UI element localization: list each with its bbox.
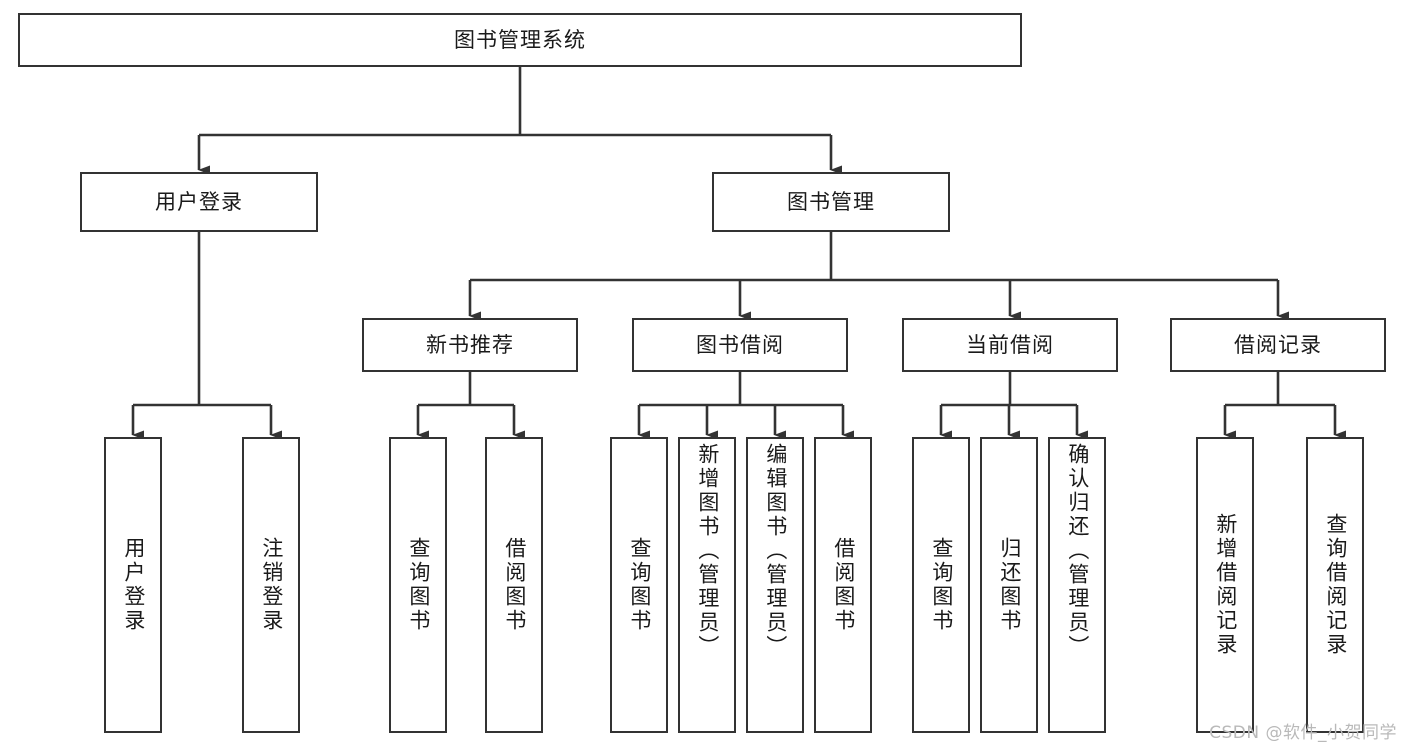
node-label: 借阅图书 <box>831 537 856 633</box>
leaf-borrow-book-recommend[interactable]: 借阅图书 <box>485 437 543 733</box>
leaf-confirm-return-admin[interactable]: 确认归还（管理员） <box>1048 437 1106 733</box>
node-root-book-management-system[interactable]: 图书管理系统 <box>18 13 1022 67</box>
node-book-borrow[interactable]: 图书借阅 <box>632 318 848 372</box>
leaf-logout[interactable]: 注销登录 <box>242 437 300 733</box>
watermark-text: CSDN @软件_小贺同学 <box>1209 723 1397 743</box>
leaf-query-book-recommend[interactable]: 查询图书 <box>389 437 447 733</box>
node-label: 当前借阅 <box>966 332 1054 357</box>
node-label: 新增图书（管理员） <box>695 443 720 659</box>
node-label: 图书管理 <box>787 189 875 214</box>
node-label: 编辑图书（管理员） <box>763 443 788 659</box>
node-label: 用户登录 <box>121 537 146 633</box>
node-label: 新增借阅记录 <box>1213 513 1238 657</box>
node-label: 借阅图书 <box>502 537 527 633</box>
leaf-return-book[interactable]: 归还图书 <box>980 437 1038 733</box>
leaf-add-borrow-record[interactable]: 新增借阅记录 <box>1196 437 1254 733</box>
node-borrow-record[interactable]: 借阅记录 <box>1170 318 1386 372</box>
node-label: 归还图书 <box>997 537 1022 633</box>
leaf-borrow-book[interactable]: 借阅图书 <box>814 437 872 733</box>
leaf-edit-book-admin[interactable]: 编辑图书（管理员） <box>746 437 804 733</box>
node-new-book-recommend[interactable]: 新书推荐 <box>362 318 578 372</box>
leaf-add-book-admin[interactable]: 新增图书（管理员） <box>678 437 736 733</box>
node-label: 借阅记录 <box>1234 332 1322 357</box>
node-label: 查询图书 <box>929 537 954 633</box>
node-label: 查询图书 <box>627 537 652 633</box>
node-label: 图书借阅 <box>696 332 784 357</box>
node-user-login[interactable]: 用户登录 <box>80 172 318 232</box>
node-label: 查询图书 <box>406 537 431 633</box>
leaf-user-login[interactable]: 用户登录 <box>104 437 162 733</box>
node-label: 用户登录 <box>155 189 243 214</box>
leaf-query-book-current[interactable]: 查询图书 <box>912 437 970 733</box>
leaf-query-book-borrow[interactable]: 查询图书 <box>610 437 668 733</box>
leaf-query-borrow-record[interactable]: 查询借阅记录 <box>1306 437 1364 733</box>
node-label: 确认归还（管理员） <box>1065 443 1090 659</box>
node-label: 图书管理系统 <box>454 27 586 52</box>
node-book-management[interactable]: 图书管理 <box>712 172 950 232</box>
node-label: 注销登录 <box>259 537 284 633</box>
node-current-borrow[interactable]: 当前借阅 <box>902 318 1118 372</box>
node-label: 新书推荐 <box>426 332 514 357</box>
node-label: 查询借阅记录 <box>1323 513 1348 657</box>
